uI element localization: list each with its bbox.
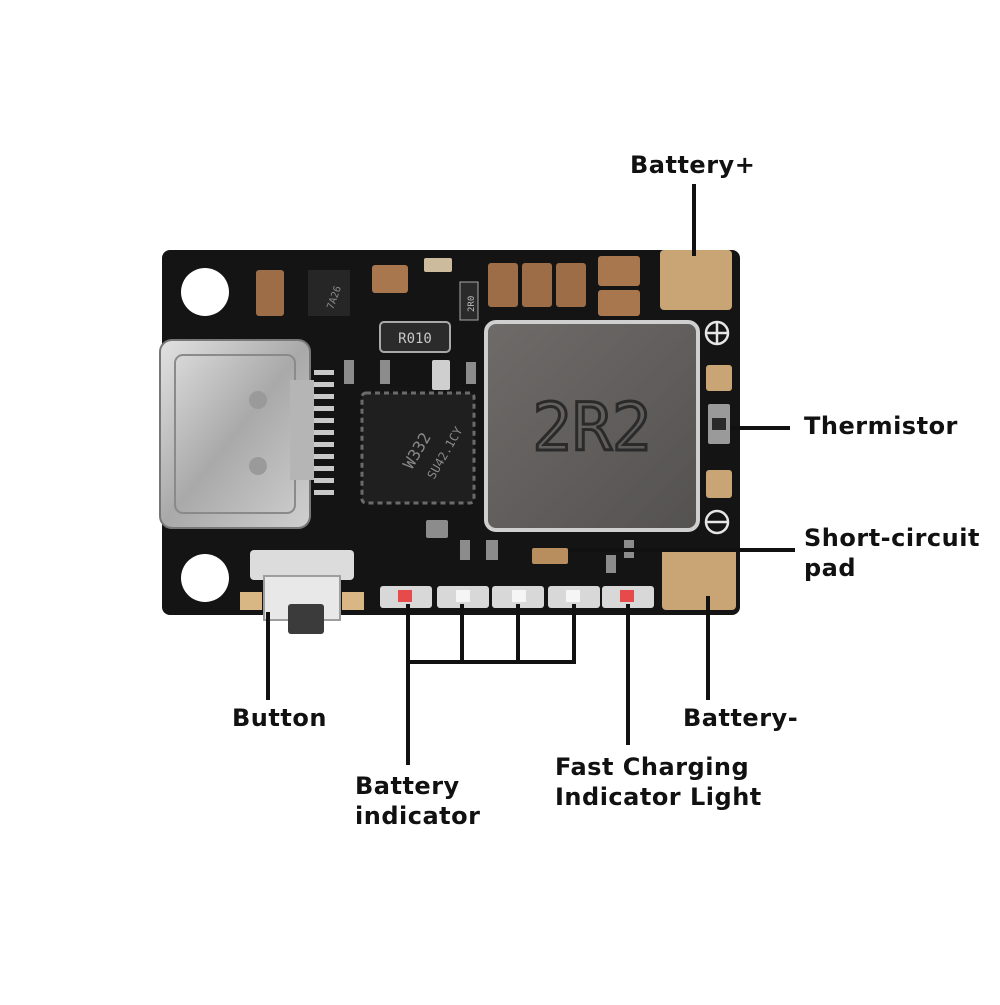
battery-plus-label: Battery+ <box>630 151 756 179</box>
thermistor-label: Thermistor <box>804 412 958 440</box>
transistor: 7A26 <box>308 270 350 316</box>
small-resistor-marking: 2R0 <box>467 296 477 312</box>
plus-symbol <box>704 320 730 346</box>
short-circuit-pad-label: Short-circuit pad <box>804 524 980 582</box>
battery-indicator-label: Battery indicator <box>355 772 481 830</box>
battery-minus-pad <box>662 548 736 610</box>
inductor: 2R2 <box>484 320 700 532</box>
fast-charging-label: Fast Charging Indicator Light <box>555 753 762 811</box>
minus-symbol <box>704 509 730 535</box>
sense-resistor: R010 <box>379 321 451 353</box>
mounting-hole-bottom-left <box>181 554 229 602</box>
led-row <box>380 586 654 608</box>
usb-pins <box>314 370 334 495</box>
resistor-marking: R010 <box>398 331 432 347</box>
battery-plus-pad <box>660 250 732 310</box>
battery-indicator-leader <box>406 604 576 664</box>
short-circuit-pad <box>532 548 568 564</box>
inductor-marking: 2R2 <box>532 389 651 466</box>
battery-led-4 <box>548 586 600 608</box>
battery-led-3 <box>492 586 544 608</box>
mounting-hole-top-left <box>181 268 229 316</box>
usb-c-connector <box>159 339 314 529</box>
thermistor-pad-bottom <box>706 470 732 498</box>
thermistor-pad-top <box>706 365 732 391</box>
charger-ic: W332 SU42.1CY <box>360 391 476 505</box>
button-label: Button <box>232 704 327 732</box>
leader-lines <box>266 184 795 765</box>
battery-minus-label: Battery- <box>683 704 799 732</box>
battery-led-2 <box>437 586 489 608</box>
small-resistor: 2R0 <box>459 281 479 321</box>
fast-charge-led <box>602 586 654 608</box>
tactile-button <box>240 550 364 634</box>
battery-led-1 <box>380 586 432 608</box>
